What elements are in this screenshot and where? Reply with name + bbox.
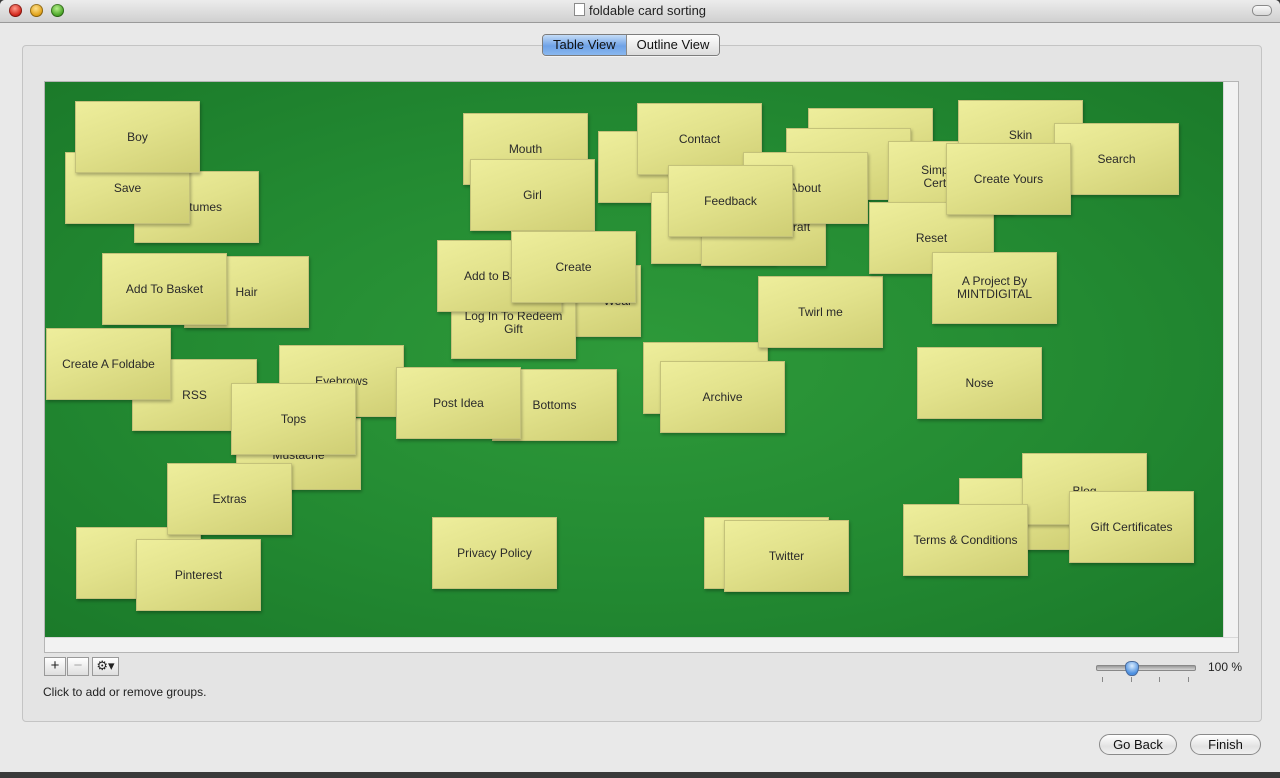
card-feedback[interactable]: Feedback [668, 165, 793, 237]
window-title: foldable card sorting [0, 3, 1280, 18]
card-post-idea[interactable]: Post Idea [396, 367, 521, 439]
card-table[interactable]: Privacy Policy Twitter Ev Pinterest Blog… [45, 82, 1223, 637]
add-group-button[interactable]: + [44, 657, 66, 676]
zoom-slider[interactable] [1096, 665, 1196, 671]
card-twitter[interactable]: Twitter [724, 520, 849, 592]
document-icon [573, 3, 585, 16]
card-mintdigital[interactable]: A Project By MINTDIGITAL [932, 252, 1057, 324]
go-back-button[interactable]: Go Back [1099, 734, 1177, 755]
card-create[interactable]: Create [511, 231, 636, 303]
title-bar: foldable card sorting [0, 0, 1280, 23]
card-boy[interactable]: Boy [75, 101, 200, 173]
window-title-text: foldable card sorting [588, 3, 707, 18]
card-girl[interactable]: Girl [470, 159, 595, 231]
groups-hint: Click to add or remove groups. [43, 685, 207, 699]
zoom-tick [1102, 677, 1103, 682]
minimize-window-button[interactable] [30, 4, 43, 17]
view-switcher: Table View Outline View [542, 34, 721, 56]
zoom-slider-knob[interactable] [1125, 661, 1139, 676]
card-terms[interactable]: Terms & Conditions [903, 504, 1028, 576]
card-nose[interactable]: Nose [917, 347, 1042, 419]
card-add-to-basket[interactable]: Add To Basket [102, 253, 227, 325]
zoom-window-button[interactable] [51, 4, 64, 17]
close-window-button[interactable] [9, 4, 22, 17]
card-contact[interactable]: Contact [637, 103, 762, 175]
card-create-yours[interactable]: Create Yours [946, 143, 1071, 215]
card-tops[interactable]: Tops [231, 383, 356, 455]
gear-menu-button[interactable]: ⚙▾ [92, 657, 119, 676]
card-archive[interactable]: Archive [660, 361, 785, 433]
remove-group-button[interactable]: − [67, 657, 89, 676]
zoom-tick [1131, 677, 1132, 682]
tab-table-view[interactable]: Table View [543, 35, 626, 55]
card-extras[interactable]: Extras [167, 463, 292, 535]
card-create-a-foldabe[interactable]: Create A Foldabe [46, 328, 171, 400]
card-pinterest[interactable]: Pinterest [136, 539, 261, 611]
zoom-tick [1159, 677, 1160, 682]
table-scroll-view[interactable]: Privacy Policy Twitter Ev Pinterest Blog… [44, 81, 1239, 653]
card-privacy-policy[interactable]: Privacy Policy [432, 517, 557, 589]
toolbar-toggle-button[interactable] [1252, 5, 1272, 16]
finish-button[interactable]: Finish [1190, 734, 1261, 755]
card-search[interactable]: Search [1054, 123, 1179, 195]
card-gift-certificates[interactable]: Gift Certificates [1069, 491, 1194, 563]
zoom-tick [1188, 677, 1189, 682]
vertical-scrollbar[interactable] [1223, 82, 1238, 637]
tab-outline-view[interactable]: Outline View [625, 35, 720, 55]
zoom-level-label: 100 % [1208, 660, 1243, 674]
horizontal-scrollbar[interactable] [45, 637, 1238, 652]
card-twirl-me[interactable]: Twirl me [758, 276, 883, 348]
